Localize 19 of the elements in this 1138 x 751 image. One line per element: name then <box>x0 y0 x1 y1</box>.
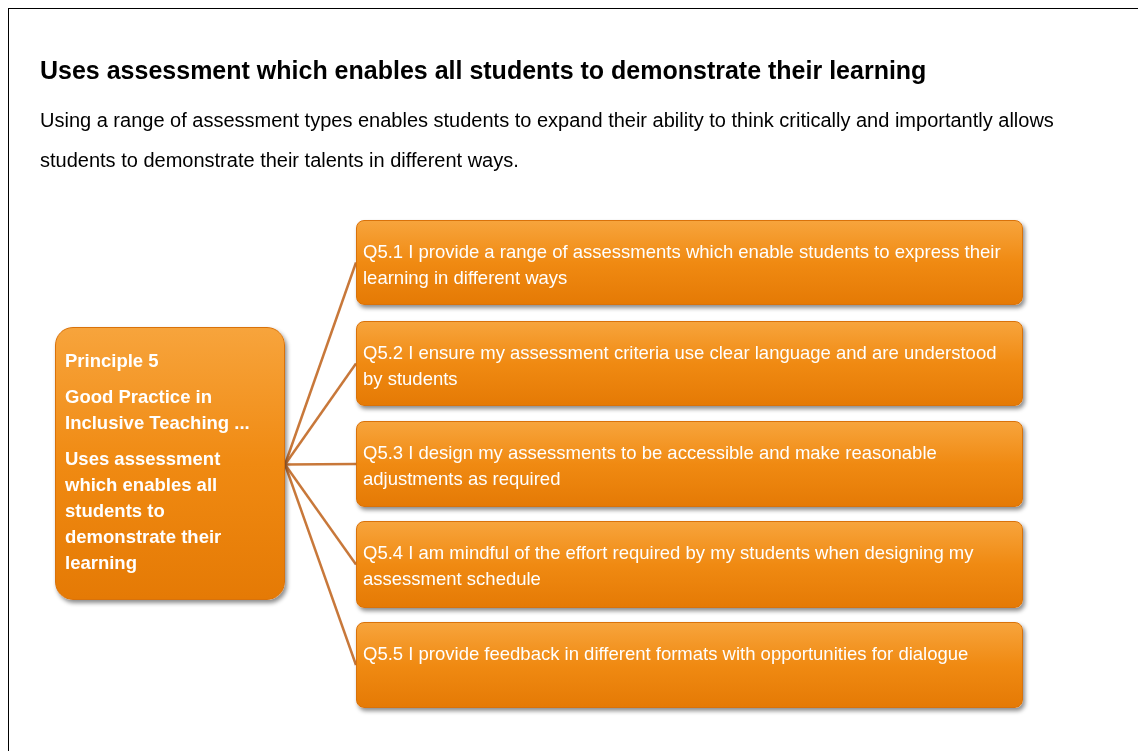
question-text: Q5.3 I design my assessments to be accessible and make reasonable adjustments as required <box>362 441 938 491</box>
principle-text: Uses assessment which enables all students to demonstrate their learning <box>65 447 223 575</box>
connector-line <box>285 462 356 466</box>
heading: Uses assessment which enables all students to demonstrate their learning <box>40 56 928 85</box>
connector-line <box>284 463 357 566</box>
question-box <box>356 421 1023 507</box>
question-box <box>356 521 1023 608</box>
question-text: Q5.1 I provide a range of assessments which enable students to express their learning in different ways <box>362 240 1002 290</box>
question-box <box>356 220 1023 305</box>
question-text: Q5.2 I ensure my assessment criteria use clear language and are understood by students <box>362 341 998 391</box>
principle-text: Principle 5 <box>65 349 160 373</box>
question-box <box>356 321 1023 406</box>
question-text: Q5.5 I provide feedback in different formats with opportunities for dialogue <box>362 642 970 666</box>
principle-text: Good Practice in Inclusive Teaching ... <box>65 385 251 435</box>
question-box <box>356 622 1023 708</box>
question-text: Q5.4 I am mindful of the effort required by my students when designing my assessment schedule <box>362 541 975 591</box>
connector-line <box>283 362 358 466</box>
description-text: Using a range of assessment types enables students to expand their ability to think critically and importantly allows students to demonstrate their talents in different ways. <box>40 108 1055 173</box>
principle-box <box>55 327 285 600</box>
